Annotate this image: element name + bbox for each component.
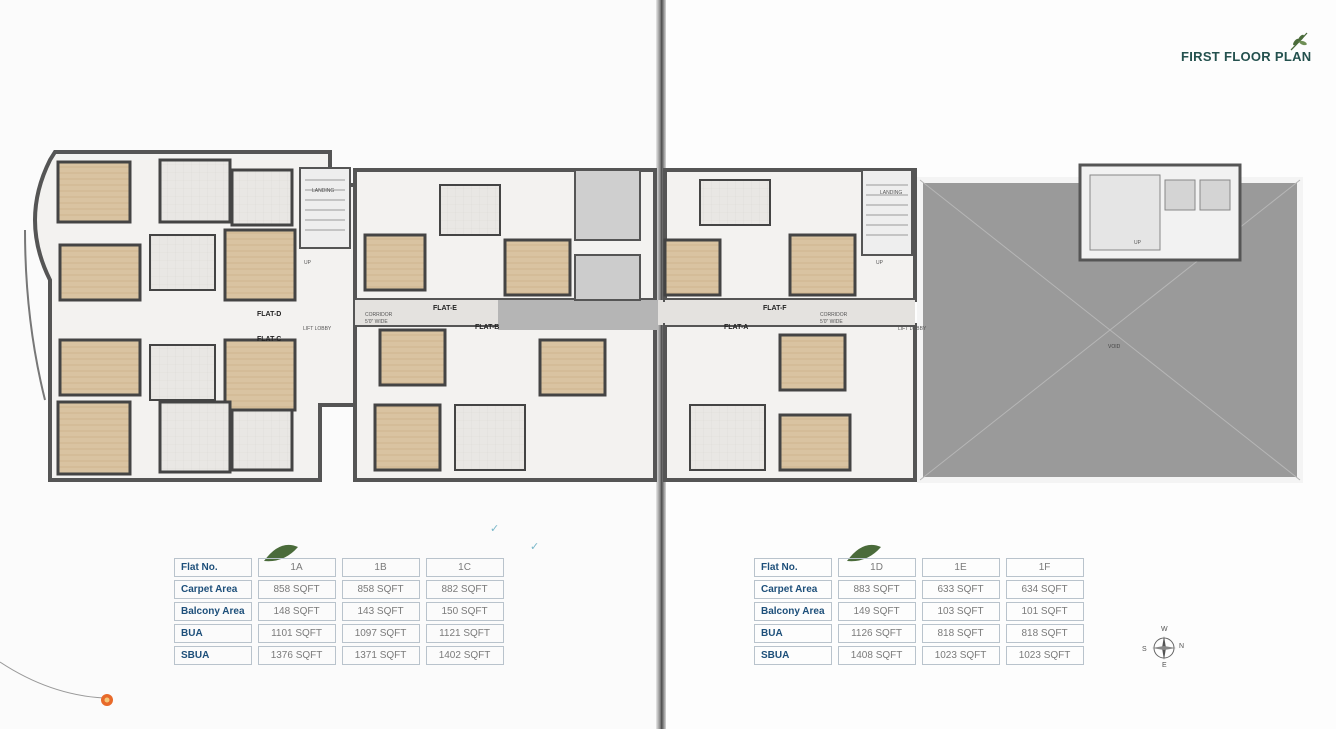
table-cell: 858 SQFT: [257, 580, 336, 599]
flat-number-cell: 1A: [257, 558, 336, 577]
row-header-balcony-area: Balcony Area: [174, 602, 252, 621]
flat-b-label: FLAT-B: [475, 324, 499, 331]
leaf-icon: [847, 544, 881, 562]
area-table-right: Flat No. 1D 1E 1F Carpet Area 883 SQFT 6…: [748, 555, 1090, 668]
table-cell: 143 SQFT: [341, 602, 420, 621]
flat-c-label: FLAT-C: [257, 336, 281, 343]
lift-lobby-left: LIFT LOBBY: [303, 326, 332, 332]
compass-s: S: [1142, 646, 1147, 653]
void-slab: [917, 163, 1303, 483]
bird-icon: ✓: [530, 541, 540, 553]
row-header-sbua: SBUA: [754, 646, 832, 665]
table-row: BUA 1126 SQFT 818 SQFT 818 SQFT: [754, 624, 1084, 643]
corridor-width-right: 5'0" WIDE: [820, 319, 843, 325]
flat-e-label: FLAT-E: [433, 305, 457, 312]
compass-e: E: [1162, 662, 1167, 669]
flat-number-cell: 1B: [341, 558, 420, 577]
flower-icon: [101, 694, 113, 706]
row-header-flat-no: Flat No.: [754, 558, 832, 577]
decorative-curve: [0, 661, 105, 699]
table-cell: 1023 SQFT: [1005, 646, 1084, 665]
lift-lobby-right: LIFT LOBBY: [898, 326, 927, 332]
row-header-carpet-area: Carpet Area: [174, 580, 252, 599]
up-label-stair: UP: [1134, 240, 1142, 246]
table-cell: 1097 SQFT: [341, 624, 420, 643]
table-cell: 1023 SQFT: [921, 646, 1000, 665]
area-table-left: Flat No. 1A 1B 1C Carpet Area 858 SQFT 8…: [168, 555, 510, 668]
compass-n: N: [1179, 643, 1185, 650]
flat-number-cell: 1F: [1005, 558, 1084, 577]
table-row: Carpet Area 858 SQFT 858 SQFT 882 SQFT: [174, 580, 504, 599]
compass-w: W: [1161, 626, 1168, 633]
table-cell: 1402 SQFT: [425, 646, 504, 665]
up-label-left: UP: [304, 260, 312, 266]
table-cell: 818 SQFT: [921, 624, 1000, 643]
flat-number-cell: 1C: [425, 558, 504, 577]
landing-label-left: LANDING: [312, 188, 334, 194]
table-cell: 858 SQFT: [341, 580, 420, 599]
row-header-balcony-area: Balcony Area: [754, 602, 832, 621]
corridor-label-right: CORRIDOR: [820, 312, 848, 318]
flat-f-label: FLAT-F: [763, 305, 787, 312]
row-header-sbua: SBUA: [174, 646, 252, 665]
table-cell: 882 SQFT: [425, 580, 504, 599]
right-wing: [663, 168, 917, 482]
row-header-bua: BUA: [174, 624, 252, 643]
table-cell: 149 SQFT: [837, 602, 916, 621]
row-header-flat-no: Flat No.: [174, 558, 252, 577]
flat-number-cell: 1D: [837, 558, 916, 577]
flat-number-cell: 1E: [921, 558, 1000, 577]
corridor-width-left: 5'0" WIDE: [365, 319, 388, 325]
table-row: SBUA 1408 SQFT 1023 SQFT 1023 SQFT: [754, 646, 1084, 665]
table-row: Balcony Area 148 SQFT 143 SQFT 150 SQFT: [174, 602, 504, 621]
table-cell: 818 SQFT: [1005, 624, 1084, 643]
table-cell: 1408 SQFT: [837, 646, 916, 665]
table-cell: 1101 SQFT: [257, 624, 336, 643]
left-wing: [24, 150, 357, 482]
table-cell: 1126 SQFT: [837, 624, 916, 643]
floor-plan: FLAT-D FLAT-C FLAT-E FLAT-B FLAT-A FLAT-…: [24, 150, 1303, 483]
table-cell: 1376 SQFT: [257, 646, 336, 665]
table-row: SBUA 1376 SQFT 1371 SQFT 1402 SQFT: [174, 646, 504, 665]
table-cell: 150 SQFT: [425, 602, 504, 621]
flat-a-label: FLAT-A: [724, 324, 748, 331]
row-header-bua: BUA: [754, 624, 832, 643]
table-row: Carpet Area 883 SQFT 633 SQFT 634 SQFT: [754, 580, 1084, 599]
void-label: VOID: [1108, 344, 1121, 350]
book-spine: [656, 0, 666, 729]
bird-icon: ✓: [490, 523, 500, 535]
table-cell: 634 SQFT: [1005, 580, 1084, 599]
table-cell: 633 SQFT: [921, 580, 1000, 599]
table-row: Flat No. 1A 1B 1C: [174, 558, 504, 577]
compass-rose-icon: W N E S: [1142, 626, 1186, 670]
flat-d-label: FLAT-D: [257, 311, 281, 318]
table-row: Balcony Area 149 SQFT 103 SQFT 101 SQFT: [754, 602, 1084, 621]
leaf-sprig-icon: [1290, 32, 1308, 51]
page-title: FIRST FLOOR PLAN: [1181, 49, 1312, 64]
table-cell: 103 SQFT: [921, 602, 1000, 621]
table-cell: 883 SQFT: [837, 580, 916, 599]
up-label-right: UP: [876, 260, 884, 266]
table-cell: 101 SQFT: [1005, 602, 1084, 621]
table-cell: 148 SQFT: [257, 602, 336, 621]
table-cell: 1371 SQFT: [341, 646, 420, 665]
leaf-icon: [264, 544, 298, 562]
table-cell: 1121 SQFT: [425, 624, 504, 643]
center-wing: [353, 168, 665, 482]
landing-label-right: LANDING: [880, 190, 902, 196]
table-row: Flat No. 1D 1E 1F: [754, 558, 1084, 577]
corridor-label-left: CORRIDOR: [365, 312, 393, 318]
row-header-carpet-area: Carpet Area: [754, 580, 832, 599]
table-row: BUA 1101 SQFT 1097 SQFT 1121 SQFT: [174, 624, 504, 643]
